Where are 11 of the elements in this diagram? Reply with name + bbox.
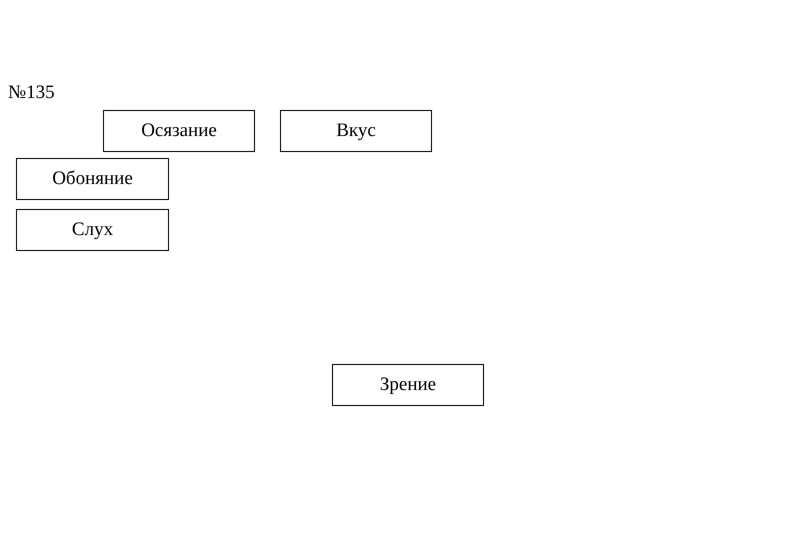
sense-name: Осязание xyxy=(141,120,217,142)
sense-name: Зрение xyxy=(380,374,436,396)
sense-name: Обоняние xyxy=(52,168,133,190)
sense-box xyxy=(280,110,432,152)
exercise-number: №135 xyxy=(8,82,55,104)
sense-name: Вкус xyxy=(336,120,376,142)
sense-box xyxy=(103,110,255,152)
sense-name: Слух xyxy=(72,219,114,241)
sense-box xyxy=(16,158,169,200)
sense-box xyxy=(16,209,169,251)
sense-box xyxy=(332,364,484,406)
